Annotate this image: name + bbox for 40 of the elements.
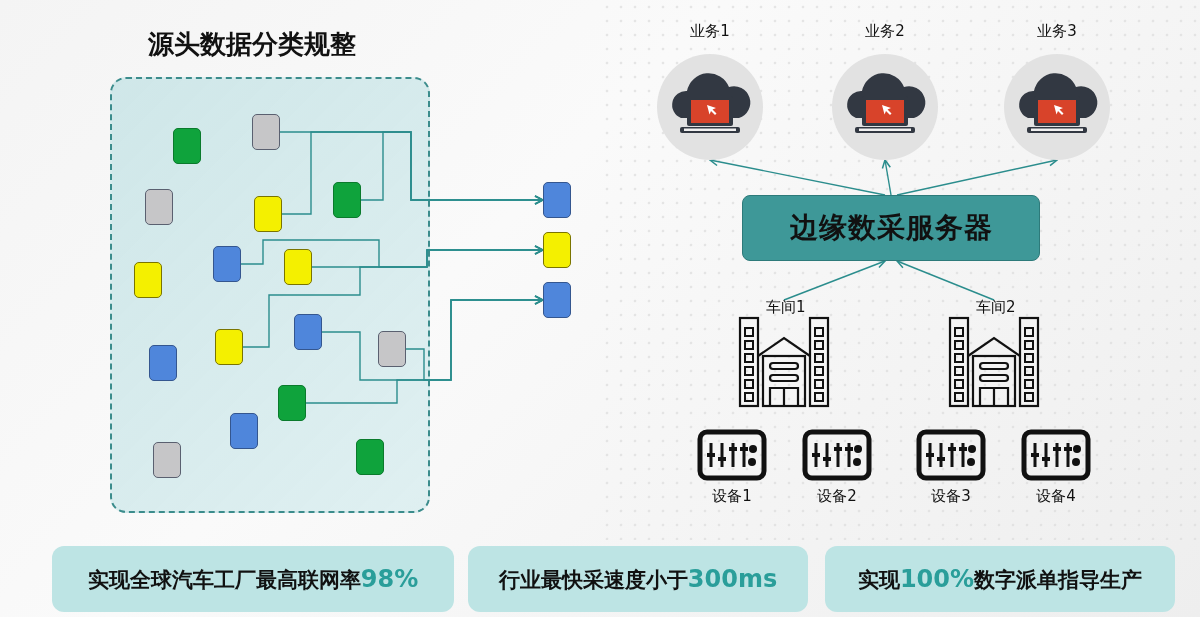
workshop-label: 车间2 <box>976 298 1016 317</box>
device-label: 设备4 <box>1035 487 1077 506</box>
highlight-banner: 实现全球汽车工厂最高联网率98% <box>52 546 454 612</box>
service-label: 业务2 <box>864 22 906 41</box>
data-block <box>543 282 571 318</box>
data-block <box>149 345 177 381</box>
data-block <box>284 249 312 285</box>
data-block <box>173 128 201 164</box>
data-block <box>378 331 406 367</box>
workshop-label: 车间1 <box>766 298 806 317</box>
data-block <box>230 413 258 449</box>
highlight-banner: 实现100%数字派单指导生产 <box>825 546 1175 612</box>
connector-arrow <box>881 159 892 196</box>
service-label: 业务1 <box>689 22 731 41</box>
connector-arrow <box>360 131 544 205</box>
data-block <box>134 262 162 298</box>
data-block <box>213 246 241 282</box>
data-block <box>254 196 282 232</box>
device-label: 设备3 <box>930 487 972 506</box>
device-label: 设备1 <box>711 487 753 506</box>
data-block <box>294 314 322 350</box>
data-block <box>543 232 571 268</box>
highlight-banner: 行业最快采速度小于300ms <box>468 546 808 612</box>
connector-arrow <box>896 157 1058 196</box>
panel-title: 源头数据分类规整 <box>148 28 356 61</box>
server-box: 边缘数采服务器 <box>742 195 1040 261</box>
device-label: 设备2 <box>816 487 858 506</box>
data-block <box>145 189 173 225</box>
data-block <box>153 442 181 478</box>
data-block <box>356 439 384 475</box>
connector-arrow <box>896 259 995 301</box>
connector-arrow <box>305 295 544 404</box>
data-block <box>333 182 361 218</box>
connector-arrow <box>242 245 544 348</box>
data-block <box>215 329 243 365</box>
data-block <box>543 182 571 218</box>
service-label: 业务3 <box>1036 22 1078 41</box>
connector-arrow <box>783 259 886 301</box>
data-block <box>252 114 280 150</box>
data-block <box>278 385 306 421</box>
